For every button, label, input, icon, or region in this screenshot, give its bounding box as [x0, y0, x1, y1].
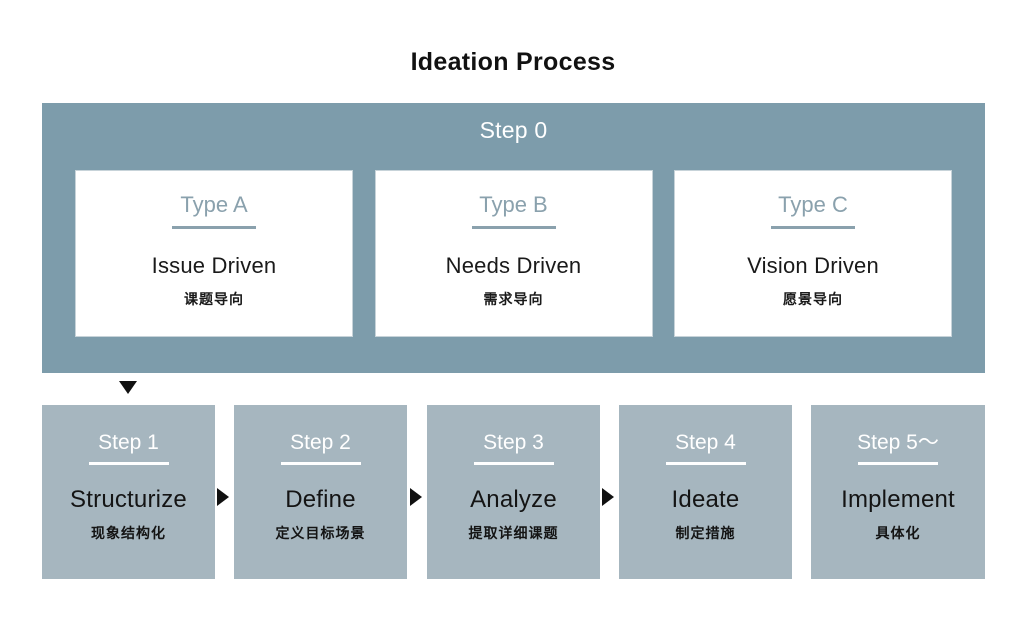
type-card-a-title: Issue Driven [151, 253, 277, 279]
step-box-3-label: Step 3 [483, 431, 544, 454]
arrow-down-icon [119, 381, 137, 394]
step-box-1-label: Step 1 [98, 431, 159, 454]
step-sequence: Step 1 Structurize 现象结构化 Step 2 Define 定… [42, 405, 985, 579]
type-card-a-underline [172, 226, 256, 230]
step0-heading: Step 0 [479, 117, 548, 143]
step-box-1-underline [88, 462, 169, 466]
step-box-3-subtitle: 提取详细课题 [468, 525, 559, 542]
type-card-b-label: Type B [479, 192, 548, 217]
step-box-2[interactable]: Step 2 Define 定义目标场景 [234, 405, 407, 579]
step-box-3-title: Analyze [470, 486, 557, 514]
step-box-5-underline [858, 462, 938, 466]
page-title: Ideation Process [410, 48, 616, 76]
step-box-2-label: Step 2 [290, 431, 351, 454]
step-box-4-underline [665, 462, 746, 466]
type-card-a[interactable]: Type A Issue Driven 课题导向 [75, 170, 353, 337]
type-card-group: Type A Issue Driven 课题导向 Type B Needs Dr… [75, 170, 952, 337]
step-box-3-underline [473, 462, 554, 466]
step-box-1-subtitle: 现象结构化 [91, 525, 166, 542]
arrow-right-icon-3 [602, 488, 614, 506]
type-card-c[interactable]: Type C Vision Driven 愿景导向 [674, 170, 952, 337]
step-box-4-label: Step 4 [675, 431, 736, 454]
step-box-1[interactable]: Step 1 Structurize 现象结构化 [42, 405, 215, 579]
step-box-5-subtitle: 具体化 [875, 525, 921, 542]
type-card-b[interactable]: Type B Needs Driven 需求导向 [374, 170, 653, 337]
type-card-a-label: Type A [180, 192, 248, 217]
step-box-4-title: Ideate [671, 486, 740, 514]
type-card-c-title: Vision Driven [747, 253, 879, 279]
step0-panel: Step 0 Type A Issue Driven 课题导向 Type B N… [42, 103, 985, 373]
step-box-3[interactable]: Step 3 Analyze 提取详细课题 [427, 405, 600, 579]
step-box-4-subtitle: 制定措施 [675, 525, 736, 542]
type-card-c-label: Type C [778, 192, 848, 217]
arrow-right-icon-2 [410, 488, 422, 506]
type-card-b-subtitle: 需求导向 [483, 291, 544, 308]
step-box-2-subtitle: 定义目标场景 [275, 525, 366, 542]
type-card-c-subtitle: 愿景导向 [783, 291, 843, 308]
step-box-4[interactable]: Step 4 Ideate 制定措施 [619, 405, 792, 579]
type-card-b-underline [471, 226, 556, 230]
step-box-1-title: Structurize [70, 486, 187, 514]
type-card-a-subtitle: 课题导向 [184, 291, 244, 308]
step-box-5-title: Implement [841, 486, 955, 514]
step-box-2-underline [280, 462, 361, 466]
step-box-5[interactable]: Step 5〜 Implement 具体化 [811, 405, 985, 579]
arrow-right-icon-1 [217, 488, 229, 506]
type-card-b-title: Needs Driven [445, 253, 582, 279]
step-box-2-title: Define [285, 486, 356, 514]
type-card-c-underline [771, 226, 855, 230]
step-box-5-label: Step 5〜 [857, 431, 939, 454]
